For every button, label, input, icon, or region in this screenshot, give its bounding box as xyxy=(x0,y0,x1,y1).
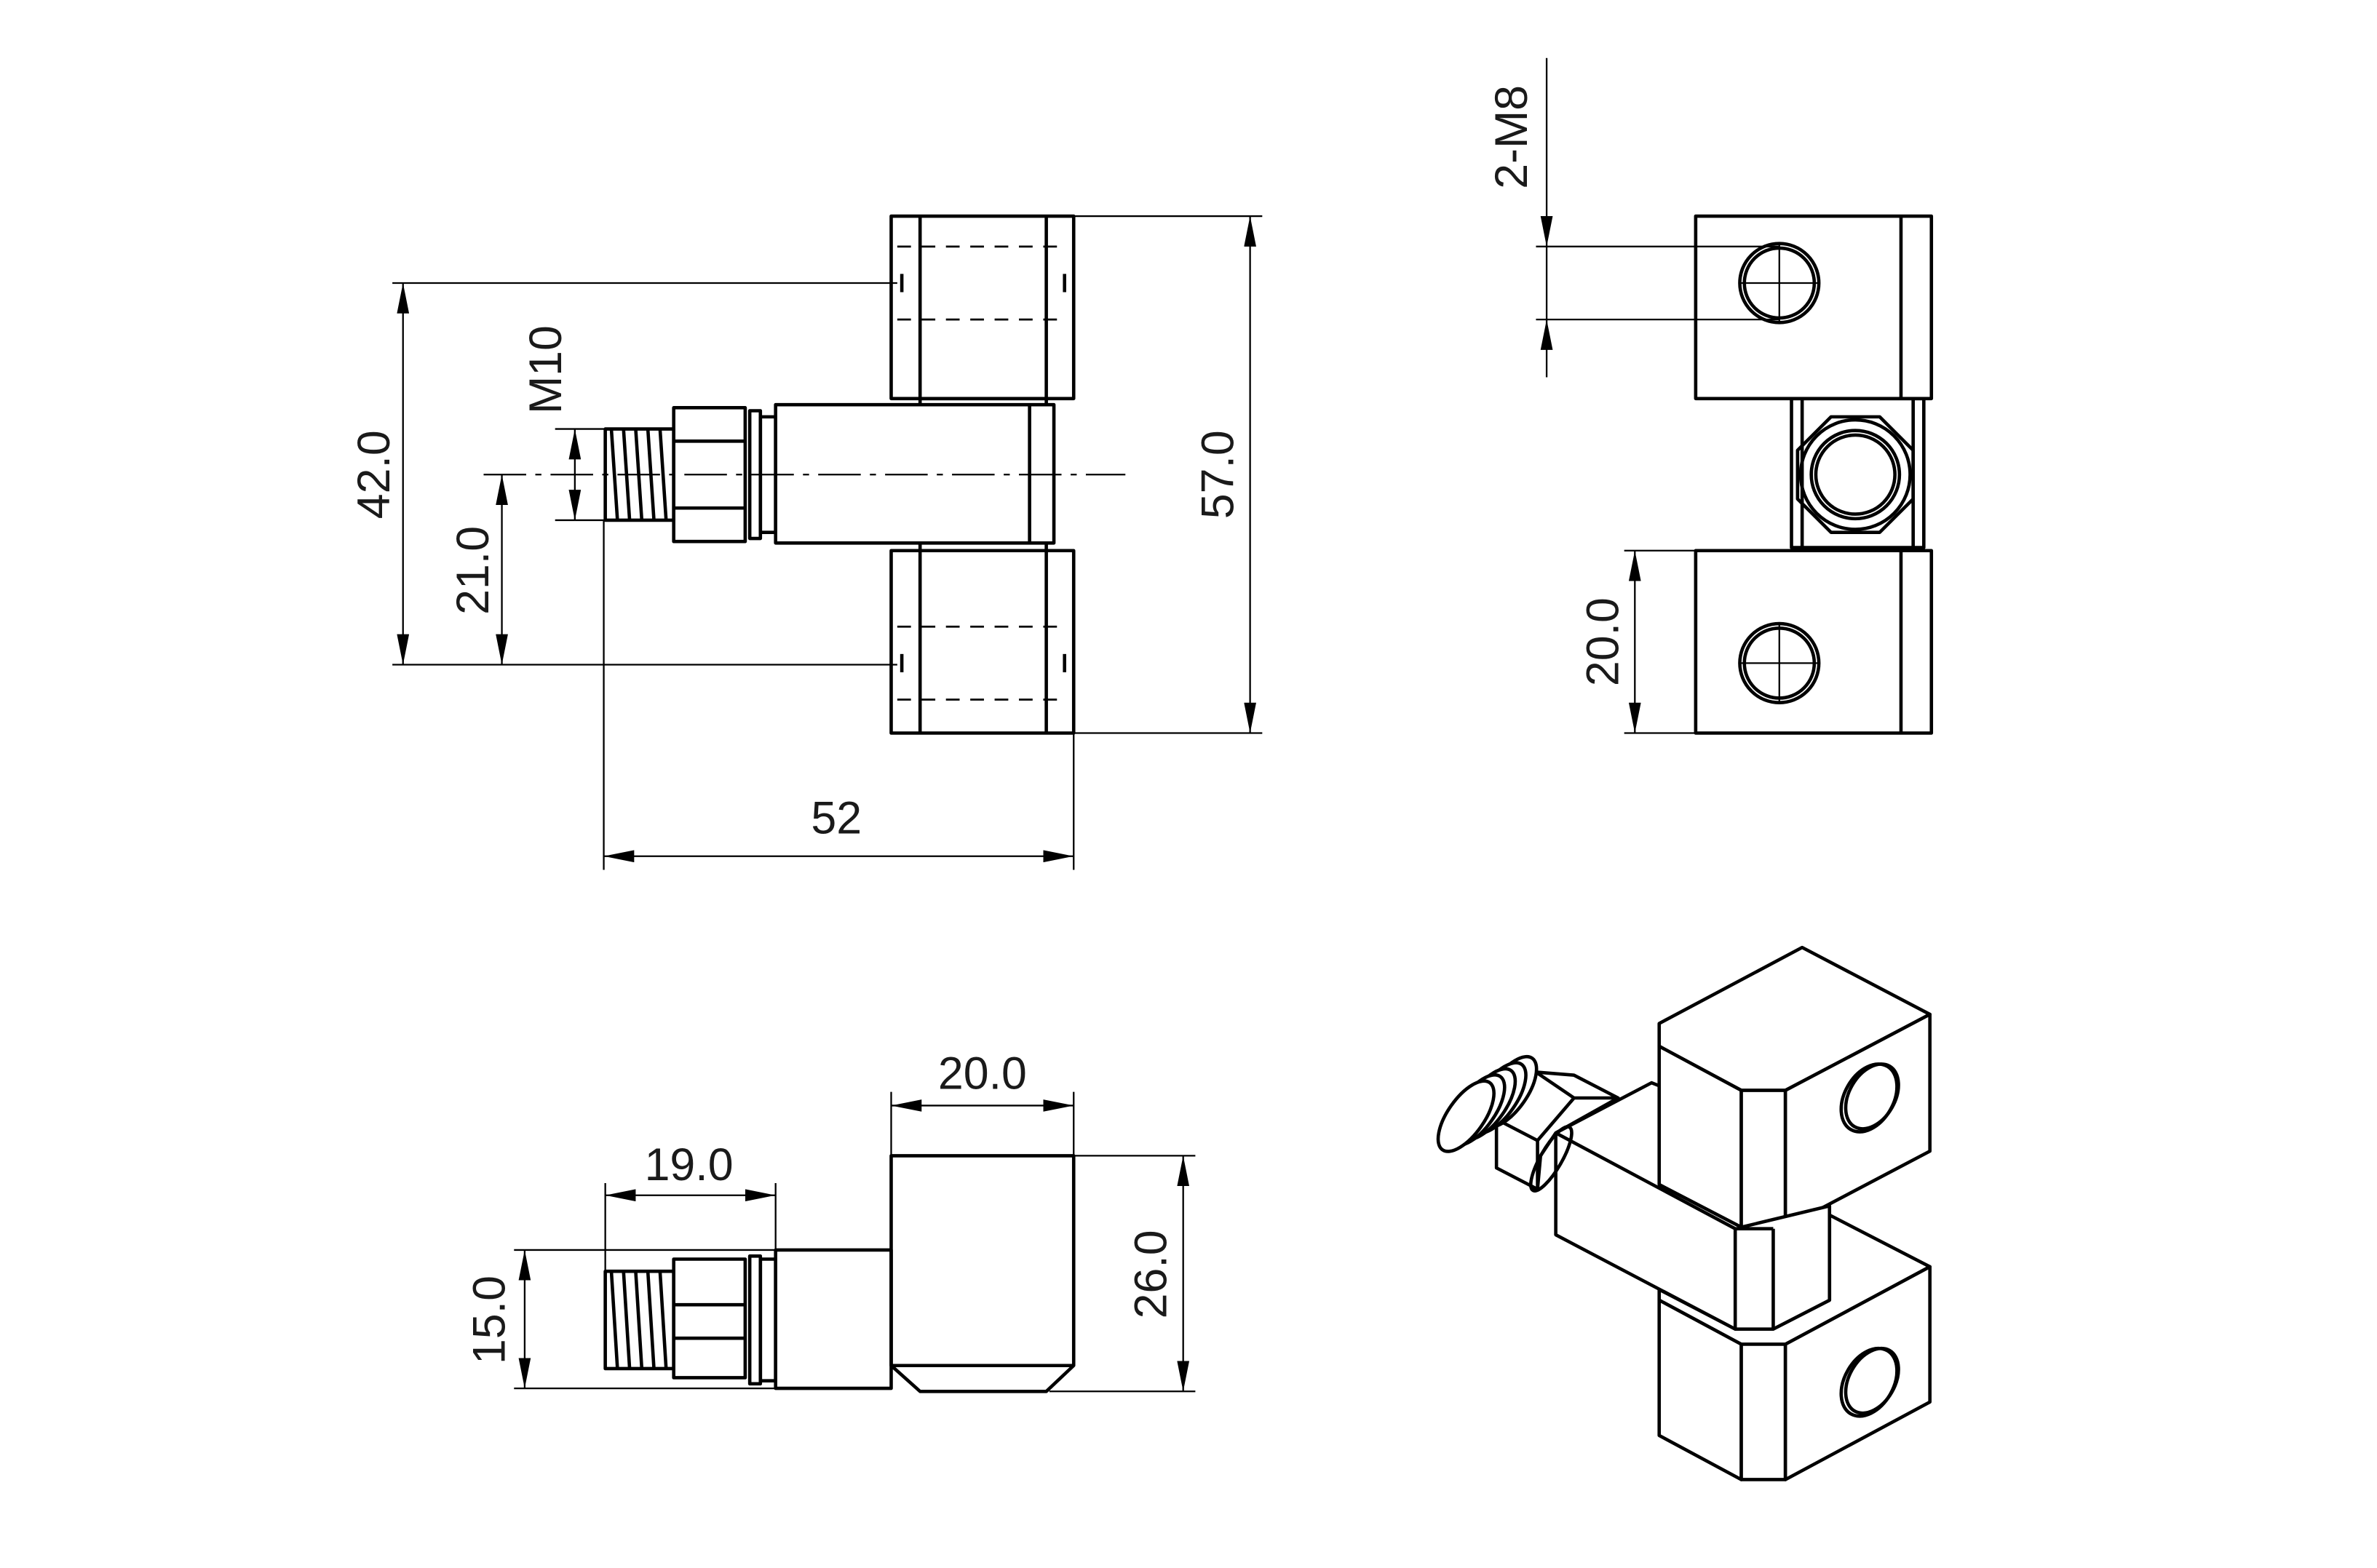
iso-threaded-stud xyxy=(1436,1054,1539,1153)
side-view: 2-M8 20.0 xyxy=(1486,57,1934,735)
dim-15-label: 15.0 xyxy=(464,1276,515,1364)
threaded-stud-bottom xyxy=(603,1269,675,1371)
dim-20-side-label: 20.0 xyxy=(1577,597,1628,686)
iso-hex-nut xyxy=(1494,1070,1620,1193)
knuckle-nut xyxy=(1790,397,1926,549)
upper-block xyxy=(889,214,1076,410)
shaft-bottom xyxy=(774,1248,893,1390)
dim-52-label: 52 xyxy=(811,792,862,843)
dim-26-label: 26.0 xyxy=(1126,1230,1177,1318)
iso-shaft xyxy=(1554,1081,1832,1331)
dim-m10-label: M10 xyxy=(520,325,571,414)
front-view: 42.0 21.0 M10 57.0 52 xyxy=(349,214,1263,870)
dimensions-bottom xyxy=(514,1091,1196,1393)
block-bottom xyxy=(889,1154,1076,1393)
dim-57-label: 57.0 xyxy=(1193,430,1244,519)
isometric-view xyxy=(1436,945,1932,1481)
lower-block-side xyxy=(1694,549,1934,735)
iso-upper-cube xyxy=(1657,945,1932,1229)
dim-21-label: 21.0 xyxy=(448,526,499,615)
bottom-view: 20.0 19.0 15.0 26.0 xyxy=(464,1048,1196,1393)
dim-42-label: 42.0 xyxy=(349,430,400,519)
hex-nut-bottom xyxy=(672,1257,747,1380)
dim-20-bottom-label: 20.0 xyxy=(938,1048,1027,1099)
upper-block-side xyxy=(1694,214,1934,401)
dimensions-front xyxy=(392,215,1263,870)
dimensions-side xyxy=(1536,57,1779,734)
dim-2-m8-label: 2-M8 xyxy=(1486,85,1537,189)
dim-19-label: 19.0 xyxy=(645,1139,734,1190)
lower-block xyxy=(889,539,1076,735)
